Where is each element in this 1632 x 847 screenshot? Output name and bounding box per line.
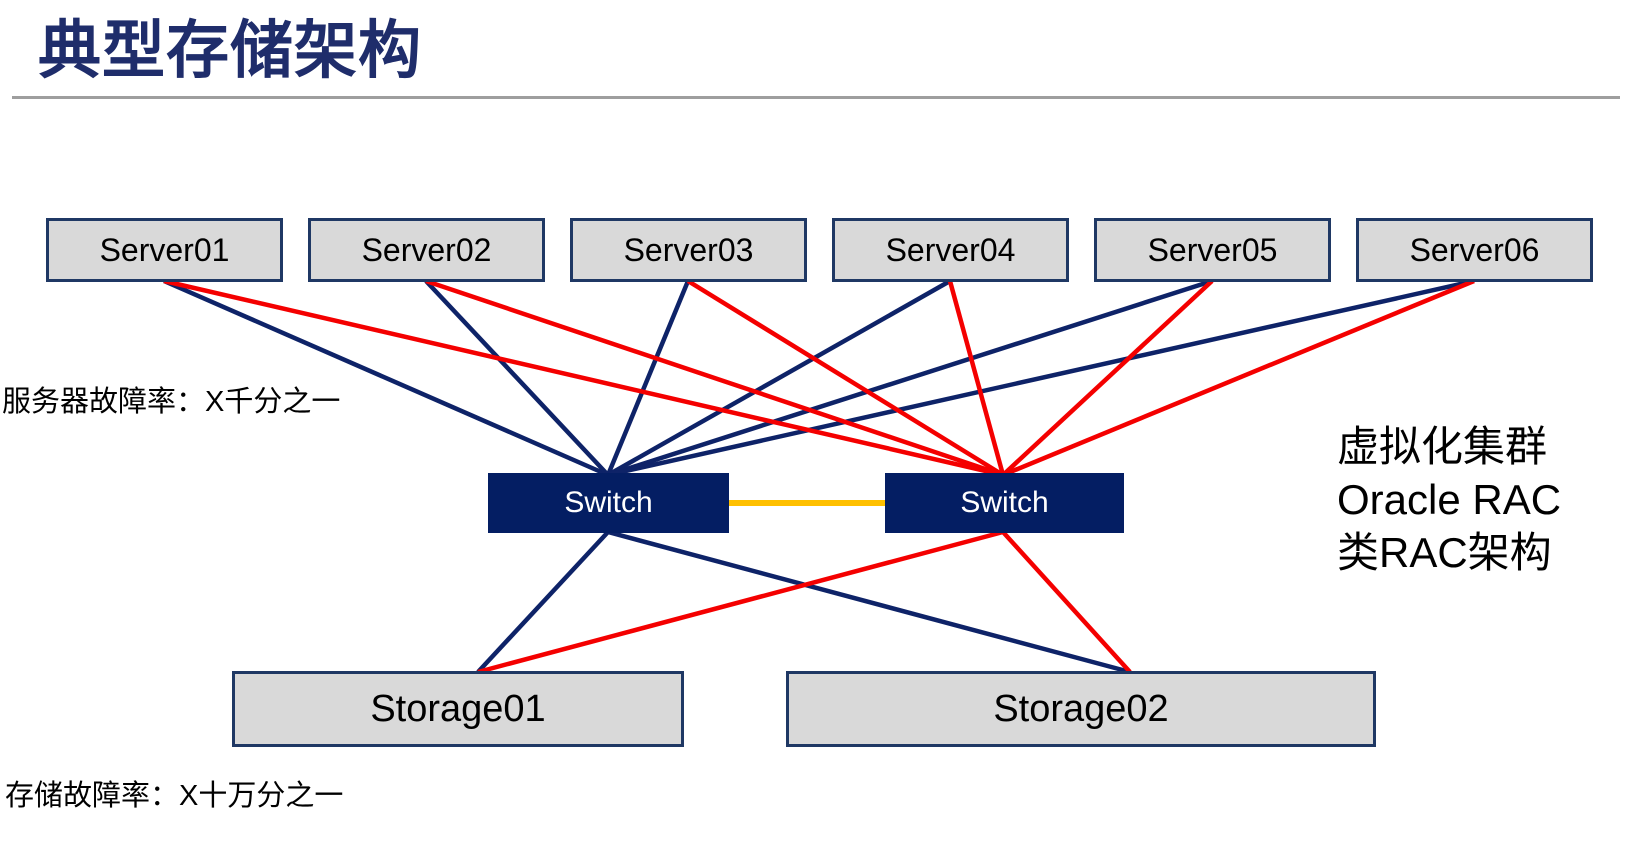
connection-switch-right-storage01 [477,529,1004,675]
storage01-box: Storage01 [232,671,684,747]
connection-server06-switch-right [1002,278,1475,478]
connection-server05-switch-left [607,278,1213,478]
server05-box: Server05 [1094,218,1331,282]
server01-box: Server01 [46,218,283,282]
cluster-note-line: Oracle RAC [1337,476,1562,523]
server03-box: Server03 [570,218,807,282]
switch-left-box: Switch [488,473,729,533]
server06-box: Server06 [1356,218,1593,282]
cluster-note-line: 类RAC架构 [1337,529,1552,576]
connection-server05-switch-right [1001,279,1214,477]
connection-switch-left-storage02 [607,529,1131,675]
connection-server02-switch-left [424,279,610,477]
connection-server02-switch-right [425,278,1004,478]
switch-right-box: Switch [885,473,1124,533]
storage02-box: Storage02 [786,671,1376,747]
connection-server04-switch-left [606,279,952,477]
server-failure-rate-label: 服务器故障率：X千分之一 [2,386,341,418]
connection-server01-switch-right [163,278,1004,478]
connection-switch-left-storage01 [476,530,610,674]
connection-server03-switch-right [686,279,1005,477]
slide-title: 典型存储架构 [38,16,422,86]
server04-box: Server04 [832,218,1069,282]
server02-box: Server02 [308,218,545,282]
connection-server04-switch-right [947,280,1006,476]
cluster-architecture-note: 虚拟化集群 Oracle RAC 类RAC架构 [1337,420,1561,579]
connection-server01-switch-left [163,278,609,478]
connection-server03-switch-left [605,280,691,476]
connection-switch-right-storage02 [1001,530,1132,674]
cluster-note-line: 虚拟化集群 [1337,423,1548,470]
storage-failure-rate-label: 存储故障率：X十万分之一 [5,780,344,812]
connection-server06-switch-left [607,278,1475,478]
title-divider [12,96,1620,99]
